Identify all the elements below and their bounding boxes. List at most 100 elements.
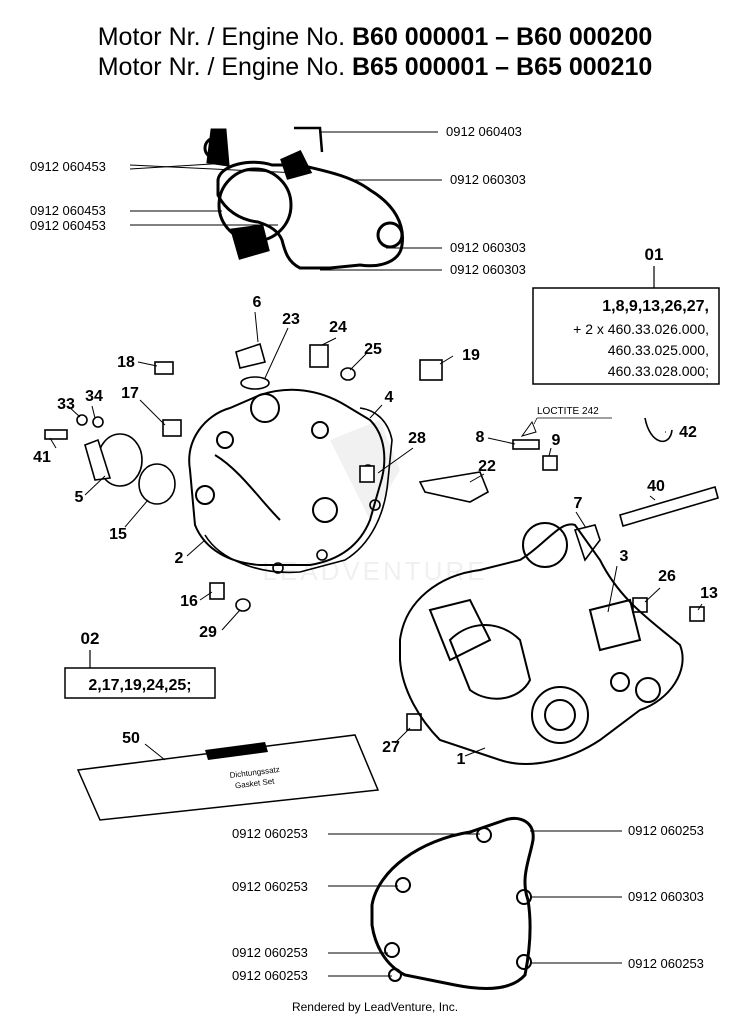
crankcase-rib-1 xyxy=(428,598,492,662)
small-parts-left xyxy=(44,342,719,731)
callout-0912-060303-d: 0912 060303 xyxy=(628,889,704,904)
bottom-callout-leaders xyxy=(328,830,622,977)
kit-01-line-2: + 2 x 460.33.026.000, xyxy=(573,321,709,337)
cover-boss-2 xyxy=(311,421,329,439)
part-label-17: 17 xyxy=(121,385,139,402)
o-ring-part-15 xyxy=(138,463,176,505)
kit-02-number: 02 xyxy=(81,629,100,648)
callout-0912-060303-c: 0912 060303 xyxy=(450,262,526,277)
washer-part-33 xyxy=(76,414,88,426)
part-label-40: 40 xyxy=(647,478,665,495)
fitting-part-24 xyxy=(309,344,329,368)
bottom-gasket-outline xyxy=(370,816,535,990)
gasket-outline xyxy=(204,407,393,574)
top-gasket-tab-2 xyxy=(280,150,313,180)
oil-plug-part-6 xyxy=(235,342,266,369)
crankcase-main-bearing xyxy=(531,686,589,744)
drain-screw-part-16 xyxy=(209,582,225,600)
plug-part-17 xyxy=(162,419,182,437)
crankcase-boss-2 xyxy=(610,672,630,692)
title-line-2-range: B65 000001 – B65 000210 xyxy=(352,53,653,81)
gasket-set-part-50: Dichtungssatz Gasket Set xyxy=(76,734,380,821)
part-label-25: 25 xyxy=(364,341,382,358)
part-label-27: 27 xyxy=(382,739,400,756)
part-label-24: 24 xyxy=(329,319,347,336)
part-label-1: 1 xyxy=(457,751,466,768)
kit-02-line-1: 2,17,19,24,25; xyxy=(88,677,191,694)
crankcase-bearing-inner xyxy=(544,699,576,731)
part-label-42: 42 xyxy=(679,424,697,441)
crankcase-rib-2 xyxy=(588,598,642,652)
part-label-23: 23 xyxy=(282,311,300,328)
top-gasket-hole xyxy=(376,221,404,249)
part-label-2: 2 xyxy=(175,550,184,567)
callout-0912-060303-b: 0912 060303 xyxy=(450,240,526,255)
title-line-2: Motor Nr. / Engine No. B65 000001 – B65 … xyxy=(0,52,750,82)
dowel-part-27 xyxy=(406,713,422,731)
kit-01-line-4: 460.33.028.000; xyxy=(608,363,709,379)
screw-part-13 xyxy=(689,606,705,622)
dowel-part-28 xyxy=(359,465,375,483)
screw-part-18 xyxy=(154,361,174,375)
crankcase-part-1 xyxy=(399,522,684,765)
part-leaders xyxy=(49,311,703,761)
callout-0912-060253-a: 0912 060253 xyxy=(232,826,308,841)
part-label-5: 5 xyxy=(75,489,84,506)
crankcase-crank-chamber xyxy=(448,624,532,700)
washer-part-29 xyxy=(235,598,251,612)
gasket-set-logo-icon xyxy=(205,742,268,760)
engine-number-title: Motor Nr. / Engine No. B60 000001 – B60 … xyxy=(0,22,750,82)
screw-part-41 xyxy=(44,429,68,440)
screw-part-8 xyxy=(512,439,540,450)
watermark-text: LEADVENTURE xyxy=(262,556,487,586)
top-callout-leaders xyxy=(129,131,442,271)
part-label-26: 26 xyxy=(658,568,676,585)
part-label-16: 16 xyxy=(180,593,198,610)
nut-part-9 xyxy=(542,455,558,471)
callout-0912-060453-c: 0912 060453 xyxy=(30,218,106,233)
cover-boss-4 xyxy=(195,485,215,505)
loctite-note: LOCTITE 242 xyxy=(533,406,612,425)
part-label-18: 18 xyxy=(117,354,135,371)
part-label-3: 3 xyxy=(620,548,629,565)
part-label-41: 41 xyxy=(33,449,51,466)
hose-part-40 xyxy=(619,486,719,527)
callout-0912-060253-d: 0912 060253 xyxy=(232,945,308,960)
filler-port xyxy=(250,393,280,423)
clutch-cover-part-2 xyxy=(188,388,386,566)
cover-boss-3 xyxy=(312,497,338,523)
title-line-2-prefix: Motor Nr. / Engine No. xyxy=(97,53,346,81)
callout-0912-060453-a: 0912 060453 xyxy=(30,159,106,174)
loctite-label: LOCTITE 242 xyxy=(537,406,599,417)
callout-0912-060253-f: 0912 060253 xyxy=(232,968,308,983)
top-gasket-tab-3 xyxy=(230,224,270,260)
part-label-6: 6 xyxy=(253,294,262,311)
crankcase-top-bore xyxy=(522,522,568,568)
footer-credit: Rendered by LeadVenture, Inc. xyxy=(291,1000,459,1014)
part-label-29: 29 xyxy=(199,624,217,641)
cover-rib xyxy=(214,454,281,521)
title-line-1-prefix: Motor Nr. / Engine No. xyxy=(97,23,346,51)
part-label-9: 9 xyxy=(552,432,561,449)
top-gasket-clip xyxy=(294,126,324,153)
kit-01-number: 01 xyxy=(645,245,664,264)
callout-0912-060303-a: 0912 060303 xyxy=(450,172,526,187)
pump-elbow xyxy=(84,438,112,481)
bottom-gasket xyxy=(370,816,535,990)
crankcase-outline xyxy=(399,523,684,765)
part-label-33: 33 xyxy=(57,396,75,413)
top-callout-labels: 0912 060403 0912 060453 0912 060453 0912… xyxy=(30,124,526,277)
top-gasket-tab xyxy=(206,128,230,167)
cover-boss-1 xyxy=(216,431,234,449)
bushing-part-19 xyxy=(419,359,443,381)
callout-0912-060253-c: 0912 060253 xyxy=(232,879,308,894)
title-line-1-range: B60 000001 – B60 000200 xyxy=(352,23,653,51)
hose-clamp-part-42 xyxy=(644,417,673,443)
clamp-part-22 xyxy=(418,471,490,503)
part-label-15: 15 xyxy=(109,526,127,543)
top-gasket xyxy=(203,126,405,270)
bottom-callout-labels: 0912 060253 0912 060253 0912 060253 0912… xyxy=(232,823,704,983)
o-ring-part-23 xyxy=(240,376,270,390)
dowel-part-26 xyxy=(632,597,648,613)
